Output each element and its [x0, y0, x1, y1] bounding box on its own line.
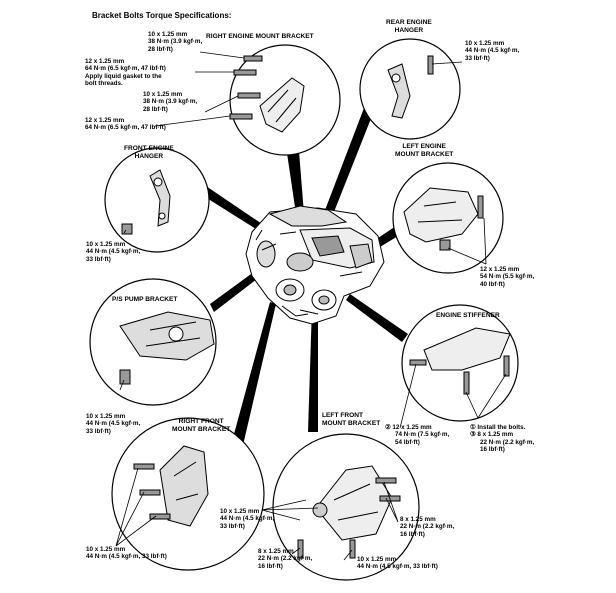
spec-ps-pump: 10 x 1.25 mm 44 N·m (4.5 kgf·m, 33 lbf·f…	[86, 413, 141, 435]
label-left-front-mount-bracket: LEFT FRONT MOUNT BRACKET	[322, 412, 381, 427]
spec-right-engine-mount-1: 10 x 1.25 mm 38 N·m (3.9 kgf·m, 28 lbf·f…	[148, 31, 203, 53]
wedge-right-front-mount	[228, 302, 276, 458]
spec-right-engine-mount-2: 12 x 1.25 mm 64 N·m (6.5 kgf·m, 47 lbf·f…	[85, 58, 166, 88]
wedge-front-engine-hanger	[194, 182, 268, 234]
label-left-engine-mount-bracket: LEFT ENGINE MOUNT BRACKET	[395, 143, 454, 158]
spec-left-engine-mount: 12 x 1.25 mm 54 N·m (5.5 kgf·m, 40 lbf·f…	[480, 266, 535, 288]
spec-front-engine-hanger: 10 x 1.25 mm 44 N·m (4.5 kgf·m, 33 lbf·f…	[86, 241, 141, 263]
label-ps-pump-bracket: P/S PUMP BRACKET	[112, 296, 178, 303]
wedge-ps-pump	[210, 266, 266, 312]
label-right-front-mount-bracket: RIGHT FRONT MOUNT BRACKET	[172, 418, 231, 433]
label-right-engine-mount-bracket: RIGHT ENGINE MOUNT BRACKET	[206, 33, 314, 40]
wedge-rear-engine-hanger	[322, 108, 372, 222]
spec-left-front-mount-3: 8 x 1.25 mm 22 N·m (2.2 kgf·m, 16 lbf·ft…	[258, 548, 313, 570]
leader-lines	[115, 51, 507, 561]
spec-left-front-mount-4: 10 x 1.25 mm 44 N·m (4.5 kgf·m, 33 lbf·f…	[357, 556, 438, 571]
spec-left-front-mount-1: 10 x 1.25 mm 44 N·m (4.5 kgf·m, 33 lbf·f…	[220, 508, 275, 530]
spec-rear-engine-hanger: 10 x 1.25 mm 44 N·m (4.5 kgf·m, 33 lbf·f…	[465, 40, 520, 62]
circle-rear-engine-hanger	[359, 38, 461, 140]
circle-front-engine-hanger	[104, 147, 210, 253]
label-rear-engine-hanger: REAR ENGINE HANGER	[386, 19, 432, 34]
label-front-engine-hanger: FRONT ENGINE HANGER	[124, 145, 174, 160]
page-title: Bracket Bolts Torque Specifications:	[92, 11, 232, 20]
callout-wedges	[194, 108, 408, 458]
spec-right-engine-mount-3: 10 x 1.25 mm 38 N·m (3.9 kgf·m, 28 lbf·f…	[143, 91, 198, 113]
spec-engine-stiffener-2: ① Install the bolts. ③ 8 x 1.25 mm 22 N·…	[470, 424, 535, 454]
engine-illustration	[245, 205, 385, 325]
wedge-left-front-mount	[308, 306, 318, 432]
label-engine-stiffener: ENGINE STIFFENER	[436, 312, 500, 319]
spec-right-front-mount: 10 x 1.25 mm 44 N·m (4.5 kgf·m, 33 lbf·f…	[86, 546, 167, 561]
spec-left-front-mount-2: 8 x 1.25 mm 22 N·m (2.2 kgf·m, 16 lbf·ft…	[400, 516, 455, 538]
spec-right-engine-mount-4: 12 x 1.25 mm 64 N·m (6.5 kgf·m, 47 lbf·f…	[85, 117, 166, 132]
wedge-engine-stiffener	[346, 294, 408, 342]
bracket-sketches	[119, 55, 511, 559]
spec-engine-stiffener-1: ② 12 x 1.25 mm 74 N·m (7.5 kgf·m, 54 lbf…	[385, 424, 450, 446]
